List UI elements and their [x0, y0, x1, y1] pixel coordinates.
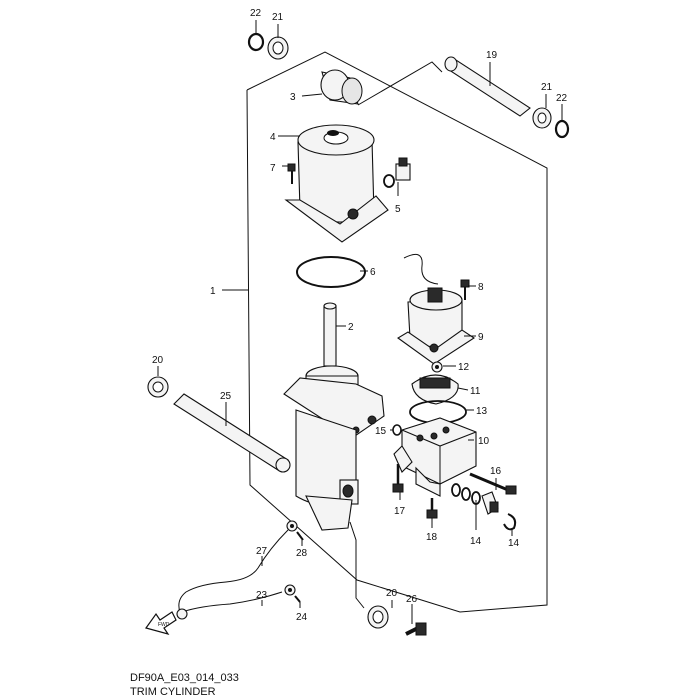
part-28-bolt	[286, 520, 304, 541]
part-10-valve-body	[393, 417, 477, 497]
callout-14-clip: 14	[508, 538, 520, 549]
part-16-bolt	[469, 472, 517, 495]
link-line-bottom	[349, 521, 365, 609]
wire-terminal	[176, 608, 188, 620]
part-18-bolt	[426, 498, 438, 519]
callout-22-top: 22	[250, 8, 262, 19]
part-15-o-ring	[392, 424, 402, 436]
part-11-pump	[411, 374, 459, 405]
callout-14: 14	[470, 536, 482, 547]
callout-7: 7	[270, 163, 276, 174]
part-23-ground-wire	[181, 591, 283, 613]
part-26-bolt	[405, 622, 427, 636]
part-21-bushing-right	[532, 107, 552, 129]
callout-10: 10	[478, 436, 490, 447]
part-21-bushing	[267, 36, 289, 60]
callout-6: 6	[370, 267, 376, 278]
part-20-bushing-lower	[367, 605, 389, 629]
callout-4: 4	[270, 132, 276, 143]
part-9-motor	[397, 253, 476, 365]
callout-22-right: 22	[556, 93, 568, 104]
fwd-label: FWD	[158, 622, 170, 628]
part-6-o-ring	[296, 256, 366, 288]
callout-17: 17	[394, 506, 406, 517]
part-25-pin	[173, 393, 291, 473]
callout-8: 8	[478, 282, 484, 293]
part-19-pin	[444, 56, 531, 117]
leader-lines	[157, 20, 563, 624]
callout-15: 15	[375, 426, 387, 437]
callout-9: 9	[478, 332, 484, 343]
part-3-collar	[320, 69, 363, 105]
part-12-valve	[431, 361, 443, 373]
part-22-ring	[247, 32, 265, 52]
callout-18: 18	[426, 532, 438, 543]
callout-3: 3	[290, 92, 296, 103]
link-line-top	[357, 61, 443, 106]
part-5-plug	[383, 157, 411, 188]
assembly-boundary	[246, 51, 548, 613]
callout-23: 23	[256, 590, 268, 601]
callout-13: 13	[476, 406, 488, 417]
part-8-bolt	[460, 279, 470, 300]
part-24-bolt	[284, 584, 301, 603]
part-2-cylinder	[283, 302, 385, 531]
callout-2: 2	[348, 322, 354, 333]
callout-28: 28	[296, 548, 308, 559]
part-14-circlip	[503, 513, 517, 531]
part-14-seals	[451, 483, 499, 515]
callout-1: 1	[210, 286, 216, 297]
callout-5: 5	[395, 204, 401, 215]
callout-20-lower: 20	[386, 588, 398, 599]
part-7-bolt	[287, 163, 296, 184]
part-27-ground-wire	[178, 529, 289, 613]
callout-16: 16	[490, 466, 502, 477]
caption-title: TRIM CYLINDER	[130, 686, 216, 698]
fwd-arrow-icon: FWD	[145, 611, 177, 636]
callout-21-top: 21	[272, 12, 284, 23]
callout-25: 25	[220, 391, 232, 402]
part-17-bolt	[392, 464, 404, 493]
callout-20-left: 20	[152, 355, 164, 366]
part-20-bushing-left	[147, 376, 169, 398]
callout-11: 11	[470, 386, 481, 397]
callout-26: 26	[406, 594, 418, 605]
callout-12: 12	[458, 362, 470, 373]
callout-19: 19	[486, 50, 498, 61]
callout-21-right: 21	[541, 82, 553, 93]
callout-24: 24	[296, 612, 308, 623]
callout-27: 27	[256, 546, 268, 557]
part-22-ring-right	[554, 119, 570, 139]
part-4-motor-housing	[284, 124, 389, 243]
caption-code: DF90A_E03_014_033	[130, 672, 239, 684]
